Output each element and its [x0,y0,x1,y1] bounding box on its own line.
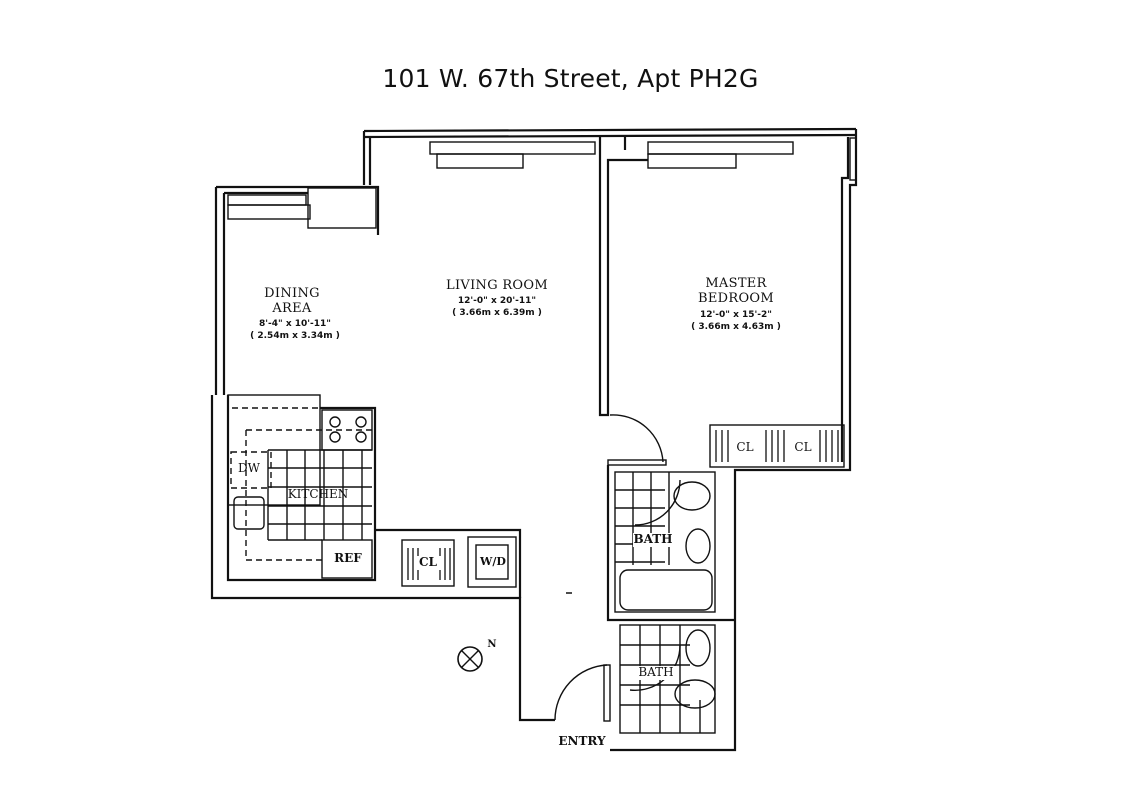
bedroom-dim-metric: ( 3.66m x 4.63m ) [691,321,781,332]
bath-1-label: BATH [633,532,673,547]
master-bedroom-label: MASTER BEDROOM [696,276,776,307]
kitchen-label: KITCHEN [287,487,349,501]
plan-title: 101 W. 67th Street, Apt PH2G [382,64,759,93]
compass-north-label: N [487,639,497,650]
dining-name-line1: DINING [264,286,320,301]
dining-area-label: DINING AREA [262,286,322,317]
bath-2-label: BATH [636,665,676,680]
bathrooms [606,465,735,734]
bedroom-closet-label-2: CL [792,440,814,455]
dining-dim-metric: ( 2.54m x 3.34m ) [250,330,340,341]
entry-label: ENTRY [558,734,606,748]
entry-door [554,664,611,722]
living-dim-imperial: 12'-0" x 20'-11" [457,296,537,306]
bedroom-door [609,414,664,463]
living-dim-metric: ( 3.66m x 6.39m ) [452,307,542,318]
bedroom-name-line2: BEDROOM [698,290,774,306]
bedroom-name-line1: MASTER [705,276,767,291]
living-room-dimensions: 12'-0" x 20'-11" ( 3.66m x 6.39m ) [442,296,552,319]
bedroom-closet-label-1: CL [734,440,756,455]
exterior-walls [210,127,858,752]
north-compass-icon [457,646,483,672]
dishwasher-label: DW [238,461,260,475]
dining-name-line2: AREA [272,300,312,316]
master-bedroom-dimensions: 12'-0" x 15'-2" ( 3.66m x 4.63m ) [681,310,791,333]
dining-dim-imperial: 8'-4" x 10'-11" [258,319,331,329]
washer-dryer-label: W/D [480,555,506,568]
dining-area-dimensions: 8'-4" x 10'-11" ( 2.54m x 3.34m ) [240,319,350,342]
living-room-label: LIVING ROOM [446,278,548,293]
windows [227,137,857,229]
hall-closet-label: CL [414,555,442,570]
bedroom-dim-imperial: 12'-0" x 15'-2" [699,310,772,320]
bedroom-closets [709,424,845,468]
refrigerator-label: REF [334,551,362,565]
hall-closet-and-wd [375,528,522,598]
kitchen-fixtures [227,394,373,579]
